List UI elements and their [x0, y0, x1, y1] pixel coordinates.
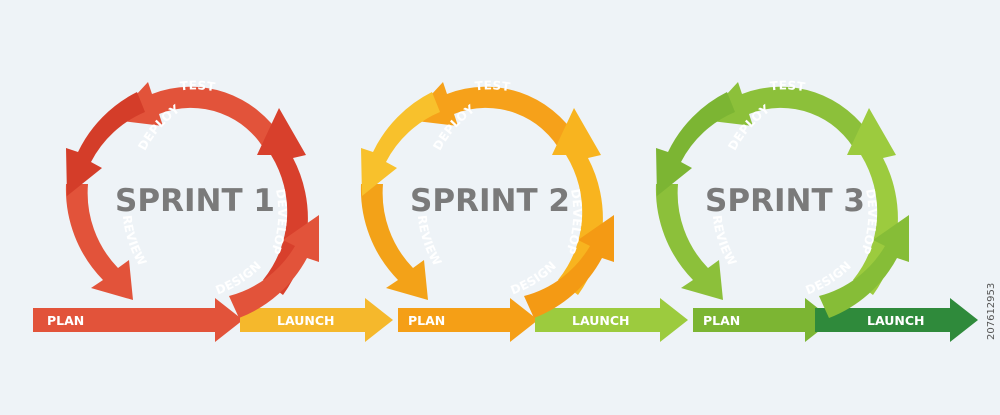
sprint-3-plan-bar [693, 298, 833, 342]
sprint-3-launch-bar [815, 298, 978, 342]
sprint-1-plan-bar [33, 298, 243, 342]
stock-image-id: 207612953 [986, 283, 997, 340]
sprint-2-test-label: TEST [474, 78, 511, 94]
sprint-1-plan-label: PLAN [47, 313, 84, 328]
sprint-2-launch-label: LAUNCH [572, 313, 630, 328]
sprint-3-launch-label: LAUNCH [867, 313, 925, 328]
sprint-3-title: SPRINT 3 [705, 183, 865, 219]
sprint-3-review-label: REVIEW [710, 214, 740, 268]
sprint-2-design-arrow [524, 215, 614, 318]
sprint-2-plan-label: PLAN [408, 313, 445, 328]
sprint-1-test-arrow [113, 82, 282, 154]
sprint-3-review-arrow [655, 184, 723, 300]
sprint-3-design-arrow [819, 215, 909, 318]
sprint-1: TEST DEVELOP DESIGN REVIEW DEPLOY SPRINT… [33, 78, 393, 342]
sprint-1-title: SPRINT 1 [115, 183, 275, 219]
sprint-3-test-arrow [703, 82, 872, 154]
sprint-1-review-label: REVIEW [120, 214, 150, 268]
sprint-2-deploy-arrow [361, 92, 440, 196]
sprint-3-test-label: TEST [769, 78, 806, 94]
sprint-2-plan-bar [398, 298, 538, 342]
sprint-3: TEST DEVELOP DESIGN REVIEW DEPLOY SPRINT… [655, 78, 978, 342]
sprint-1-test-label: TEST [179, 78, 216, 94]
sprint-1-design-arrow [229, 215, 319, 318]
sprint-2-review-label: REVIEW [415, 214, 445, 268]
sprint-3-deploy-arrow [656, 92, 735, 196]
sprint-2-test-arrow [408, 82, 577, 154]
sprint-1-launch-bar [240, 298, 393, 342]
sprint-1-review-arrow [65, 184, 133, 300]
sprint-3-plan-label: PLAN [703, 313, 740, 328]
sprint-1-deploy-arrow [66, 92, 145, 196]
sprint-2-review-arrow [360, 184, 428, 300]
sprint-2: TEST DEVELOP DESIGN REVIEW DEPLOY SPRINT… [360, 78, 688, 342]
sprint-2-title: SPRINT 2 [410, 183, 570, 219]
sprint-1-launch-label: LAUNCH [277, 313, 335, 328]
sprint-2-launch-bar [535, 298, 688, 342]
